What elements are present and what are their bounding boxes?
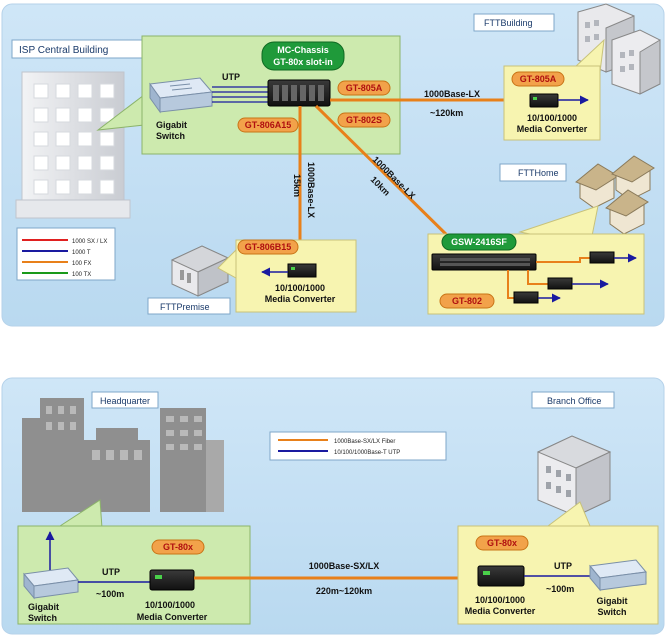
branch-office-building-icon [536, 435, 612, 517]
chassis-title-badge [261, 41, 345, 71]
mc-label-line1: 10/100/1000 [527, 113, 577, 123]
premise-unit-label: GT-806B15 [245, 242, 292, 252]
link-right-line1: 1000Base-LX [424, 89, 480, 99]
ftt-home-house-icons [575, 155, 655, 235]
card-802s-label: GT-802S [346, 115, 382, 125]
utp-label-left: UTP [102, 567, 120, 577]
card-806a15-label: GT-806A15 [245, 120, 292, 130]
home-links [507, 257, 590, 299]
switch-label-2: Switch [597, 607, 626, 617]
gigabit-switch-icon [23, 567, 79, 600]
building-unit-label: GT-805A [520, 74, 557, 84]
left-unit-badge [151, 539, 205, 555]
distance-label-left: ~100m [96, 589, 124, 599]
legend-text: 100 TX [72, 272, 91, 278]
top-legend [16, 227, 116, 281]
bottom-legend [269, 431, 447, 461]
ftt-home-label-box [499, 163, 567, 182]
mc-label-line2: Media Converter [137, 612, 208, 622]
switch-label-2: Switch [28, 613, 57, 623]
media-converter-icon [287, 263, 317, 278]
link-down-line2: 15km [292, 174, 302, 197]
building-unit-badge [511, 71, 565, 87]
switch-label-1: Gigabit [28, 602, 59, 612]
mc-label-line1: 10/100/1000 [275, 283, 325, 293]
isp-building-label: ISP Central Building [19, 45, 108, 56]
link-down-line1: 1000Base-LX [306, 162, 316, 218]
media-converter-icon [477, 565, 525, 587]
card-805a-label: GT-805A [346, 83, 383, 93]
home-unit-label: GT-802 [452, 296, 482, 306]
premise-unit-badge [237, 239, 299, 255]
branch-label: Branch Office [547, 396, 601, 406]
right-unit-label: GT-80x [487, 538, 517, 548]
media-converter-icon [149, 569, 195, 591]
ftt-home-label: FTTHome [518, 168, 559, 178]
home-unit-badge [439, 293, 495, 309]
distance-label-right: ~100m [546, 584, 574, 594]
media-converter-icon [529, 93, 559, 108]
legend-text: 1000 SX / LX [72, 239, 107, 245]
left-unit-label: GT-80x [163, 542, 193, 552]
utp-cables [212, 86, 268, 103]
link-right-line2: ~120km [430, 108, 463, 118]
gigabit-switch-icon [149, 77, 213, 114]
chassis-title-line2: GT-80x slot-in [273, 57, 333, 67]
card-badge-805a [337, 80, 391, 96]
ftt-building-label: FTTBuilding [484, 18, 533, 28]
home-switch-label: GSW-2416SF [451, 237, 507, 247]
switch-label-1: Gigabit [597, 596, 628, 606]
card-badge-802s [337, 112, 391, 128]
hq-label-box [91, 391, 159, 409]
gigabit-switch-label-2: Switch [156, 131, 185, 141]
right-unit-badge [475, 535, 529, 551]
gigabit-switch-icon [589, 559, 647, 592]
mc-label-line2: Media Converter [265, 294, 336, 304]
gsw-switch-icon [431, 253, 537, 271]
branch-label-box [531, 391, 615, 409]
ftt-building-label-box [473, 13, 555, 32]
mc-label-line2: Media Converter [465, 606, 536, 616]
fiber-label-line1: 1000Base-SX/LX [309, 561, 380, 571]
mc-label-line2: Media Converter [517, 124, 588, 134]
legend-text: 100 FX [72, 261, 91, 267]
legend-text: 1000Base-SX/LX Fiber [334, 439, 395, 445]
legend-text: 1000 T [72, 250, 91, 256]
utp-label: UTP [222, 72, 240, 82]
ftt-premise-label-box [147, 297, 231, 315]
mc-chassis-device [267, 79, 331, 107]
mc-label-line1: 10/100/1000 [475, 595, 525, 605]
isp-building-icon [15, 71, 131, 219]
home-switch-badge [441, 233, 517, 251]
headquarter-building-icon [22, 398, 224, 512]
hq-label: Headquarter [100, 396, 150, 406]
chassis-title-line1: MC-Chassis [277, 45, 329, 55]
gigabit-switch-label-1: Gigabit [156, 120, 187, 130]
card-badge-806a15 [237, 117, 299, 133]
legend-text: 10/100/1000Base-T UTP [334, 450, 400, 456]
ftt-premise-label: FTTPremise [160, 302, 210, 312]
ftt-building-icon [577, 3, 661, 95]
mc-label-line1: 10/100/1000 [145, 600, 195, 610]
utp-label-right: UTP [554, 561, 572, 571]
fiber-label-line2: 220m~120km [316, 586, 372, 596]
